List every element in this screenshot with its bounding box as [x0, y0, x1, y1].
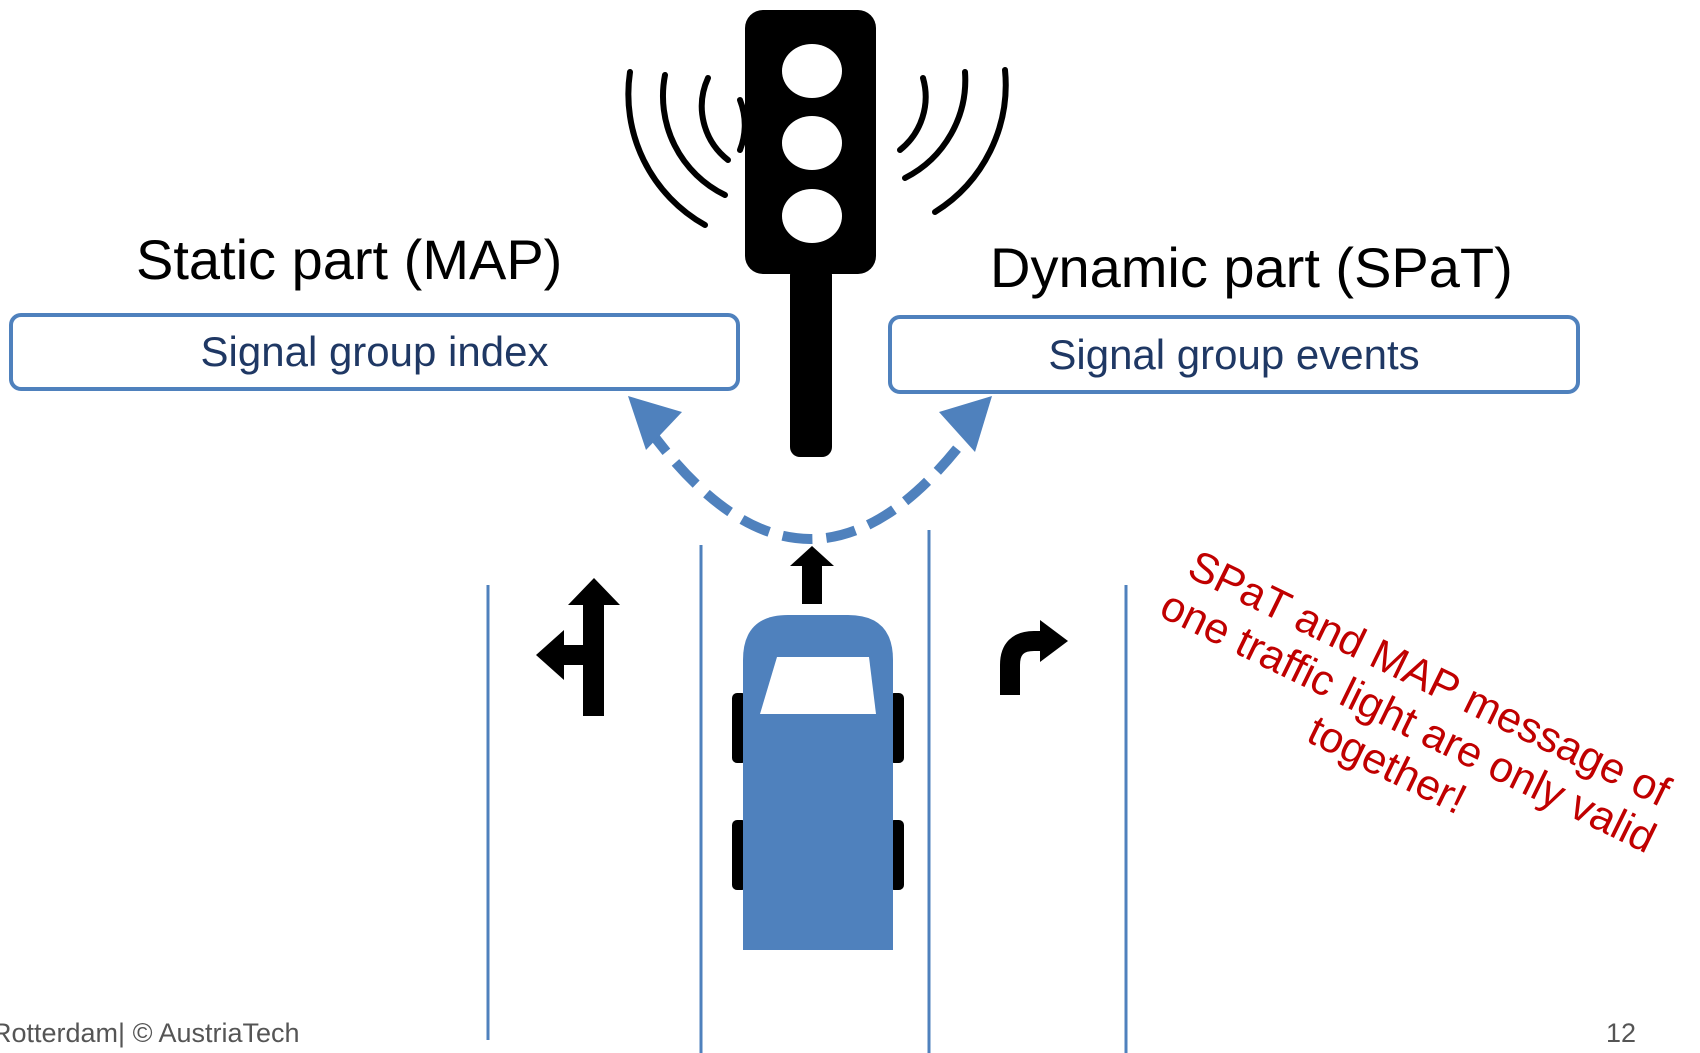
signal-group-events-box: Signal group events: [888, 315, 1580, 394]
car-top-view-icon: [732, 615, 904, 950]
broadcast-waves-icon-left: [625, 69, 748, 228]
turn-left-or-straight-arrow-icon: [536, 578, 620, 716]
traffic-light-icon: [745, 10, 876, 457]
turn-right-arrow-icon: [1000, 620, 1068, 695]
signal-group-index-label: Signal group index: [200, 328, 549, 375]
straight-arrow-icon: [790, 546, 834, 604]
footer-credit: Rotterdam| © AustriaTech: [0, 1018, 300, 1048]
bidirectional-arrow: [628, 396, 992, 544]
dynamic-part-heading: Dynamic part (SPaT): [990, 236, 1513, 299]
broadcast-waves-icon-right: [897, 67, 1009, 215]
signal-group-events-label: Signal group events: [1048, 330, 1420, 378]
static-part-heading: Static part (MAP): [136, 228, 563, 291]
page-number: 12: [1606, 1018, 1637, 1048]
signal-group-index-box: Signal group index: [9, 313, 740, 391]
